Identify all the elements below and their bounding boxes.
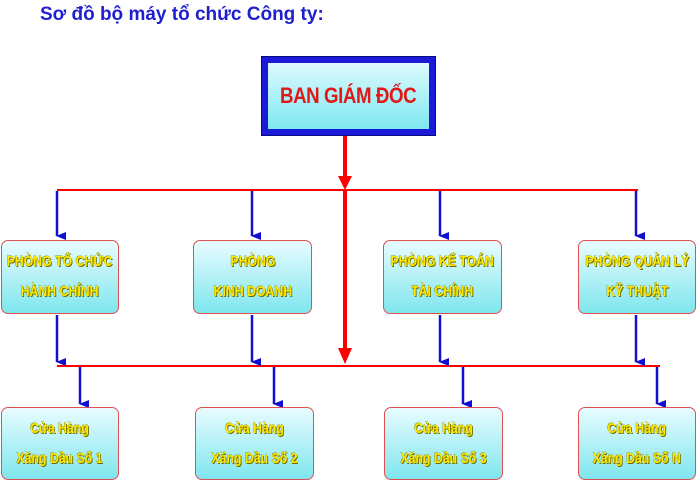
dept-label-line2: KINH DOANH (213, 283, 292, 300)
page-title: Sơ đồ bộ máy tổ chức Công ty: (40, 4, 324, 25)
director-box: BAN GIÁM ĐỐC (268, 63, 429, 129)
dept-box-business: PHÒNG KINH DOANH (193, 240, 312, 314)
director-label: BAN GIÁM ĐỐC (280, 83, 417, 108)
dept-label-line1: PHÒNG TỔ CHỨC (7, 253, 113, 270)
store-label-line1: Cửa Hàng (30, 419, 90, 437)
dept-label-line2: TÀI CHÍNH (411, 283, 474, 300)
store-label-line1: Cửa Hàng (607, 419, 667, 437)
store-label-line2: Xăng Dầu Số 2 (211, 449, 298, 467)
dept-label-line2: HÀNH CHÍNH (21, 283, 99, 300)
main-arrow-head-1 (338, 176, 352, 190)
dept-label-line1: PHÒNG (229, 253, 276, 270)
dept-label-line2: KỸ THUẬT (605, 283, 669, 300)
dept-label-line1: PHÒNG KẾ TOÁN (390, 253, 495, 270)
dept-box-technical: PHÒNG QUẢN LÝ KỸ THUẬT (578, 240, 696, 314)
store-label-line2: Xăng Dầu Số 3 (400, 449, 487, 467)
store-label-line2: Xăng Dầu Số 1 (16, 449, 104, 467)
main-arrow-head-2 (338, 348, 352, 364)
store-label-line1: Cửa Hàng (225, 419, 284, 437)
dept-box-accounting: PHÒNG KẾ TOÁN TÀI CHÍNH (383, 240, 502, 314)
store-label-line1: Cửa Hàng (414, 419, 473, 437)
dept-label-line1: PHÒNG QUẢN LÝ (585, 253, 689, 270)
dept-box-admin: PHÒNG TỔ CHỨC HÀNH CHÍNH (1, 240, 119, 314)
store-label-line2: Xăng Dầu Số N (592, 449, 682, 467)
